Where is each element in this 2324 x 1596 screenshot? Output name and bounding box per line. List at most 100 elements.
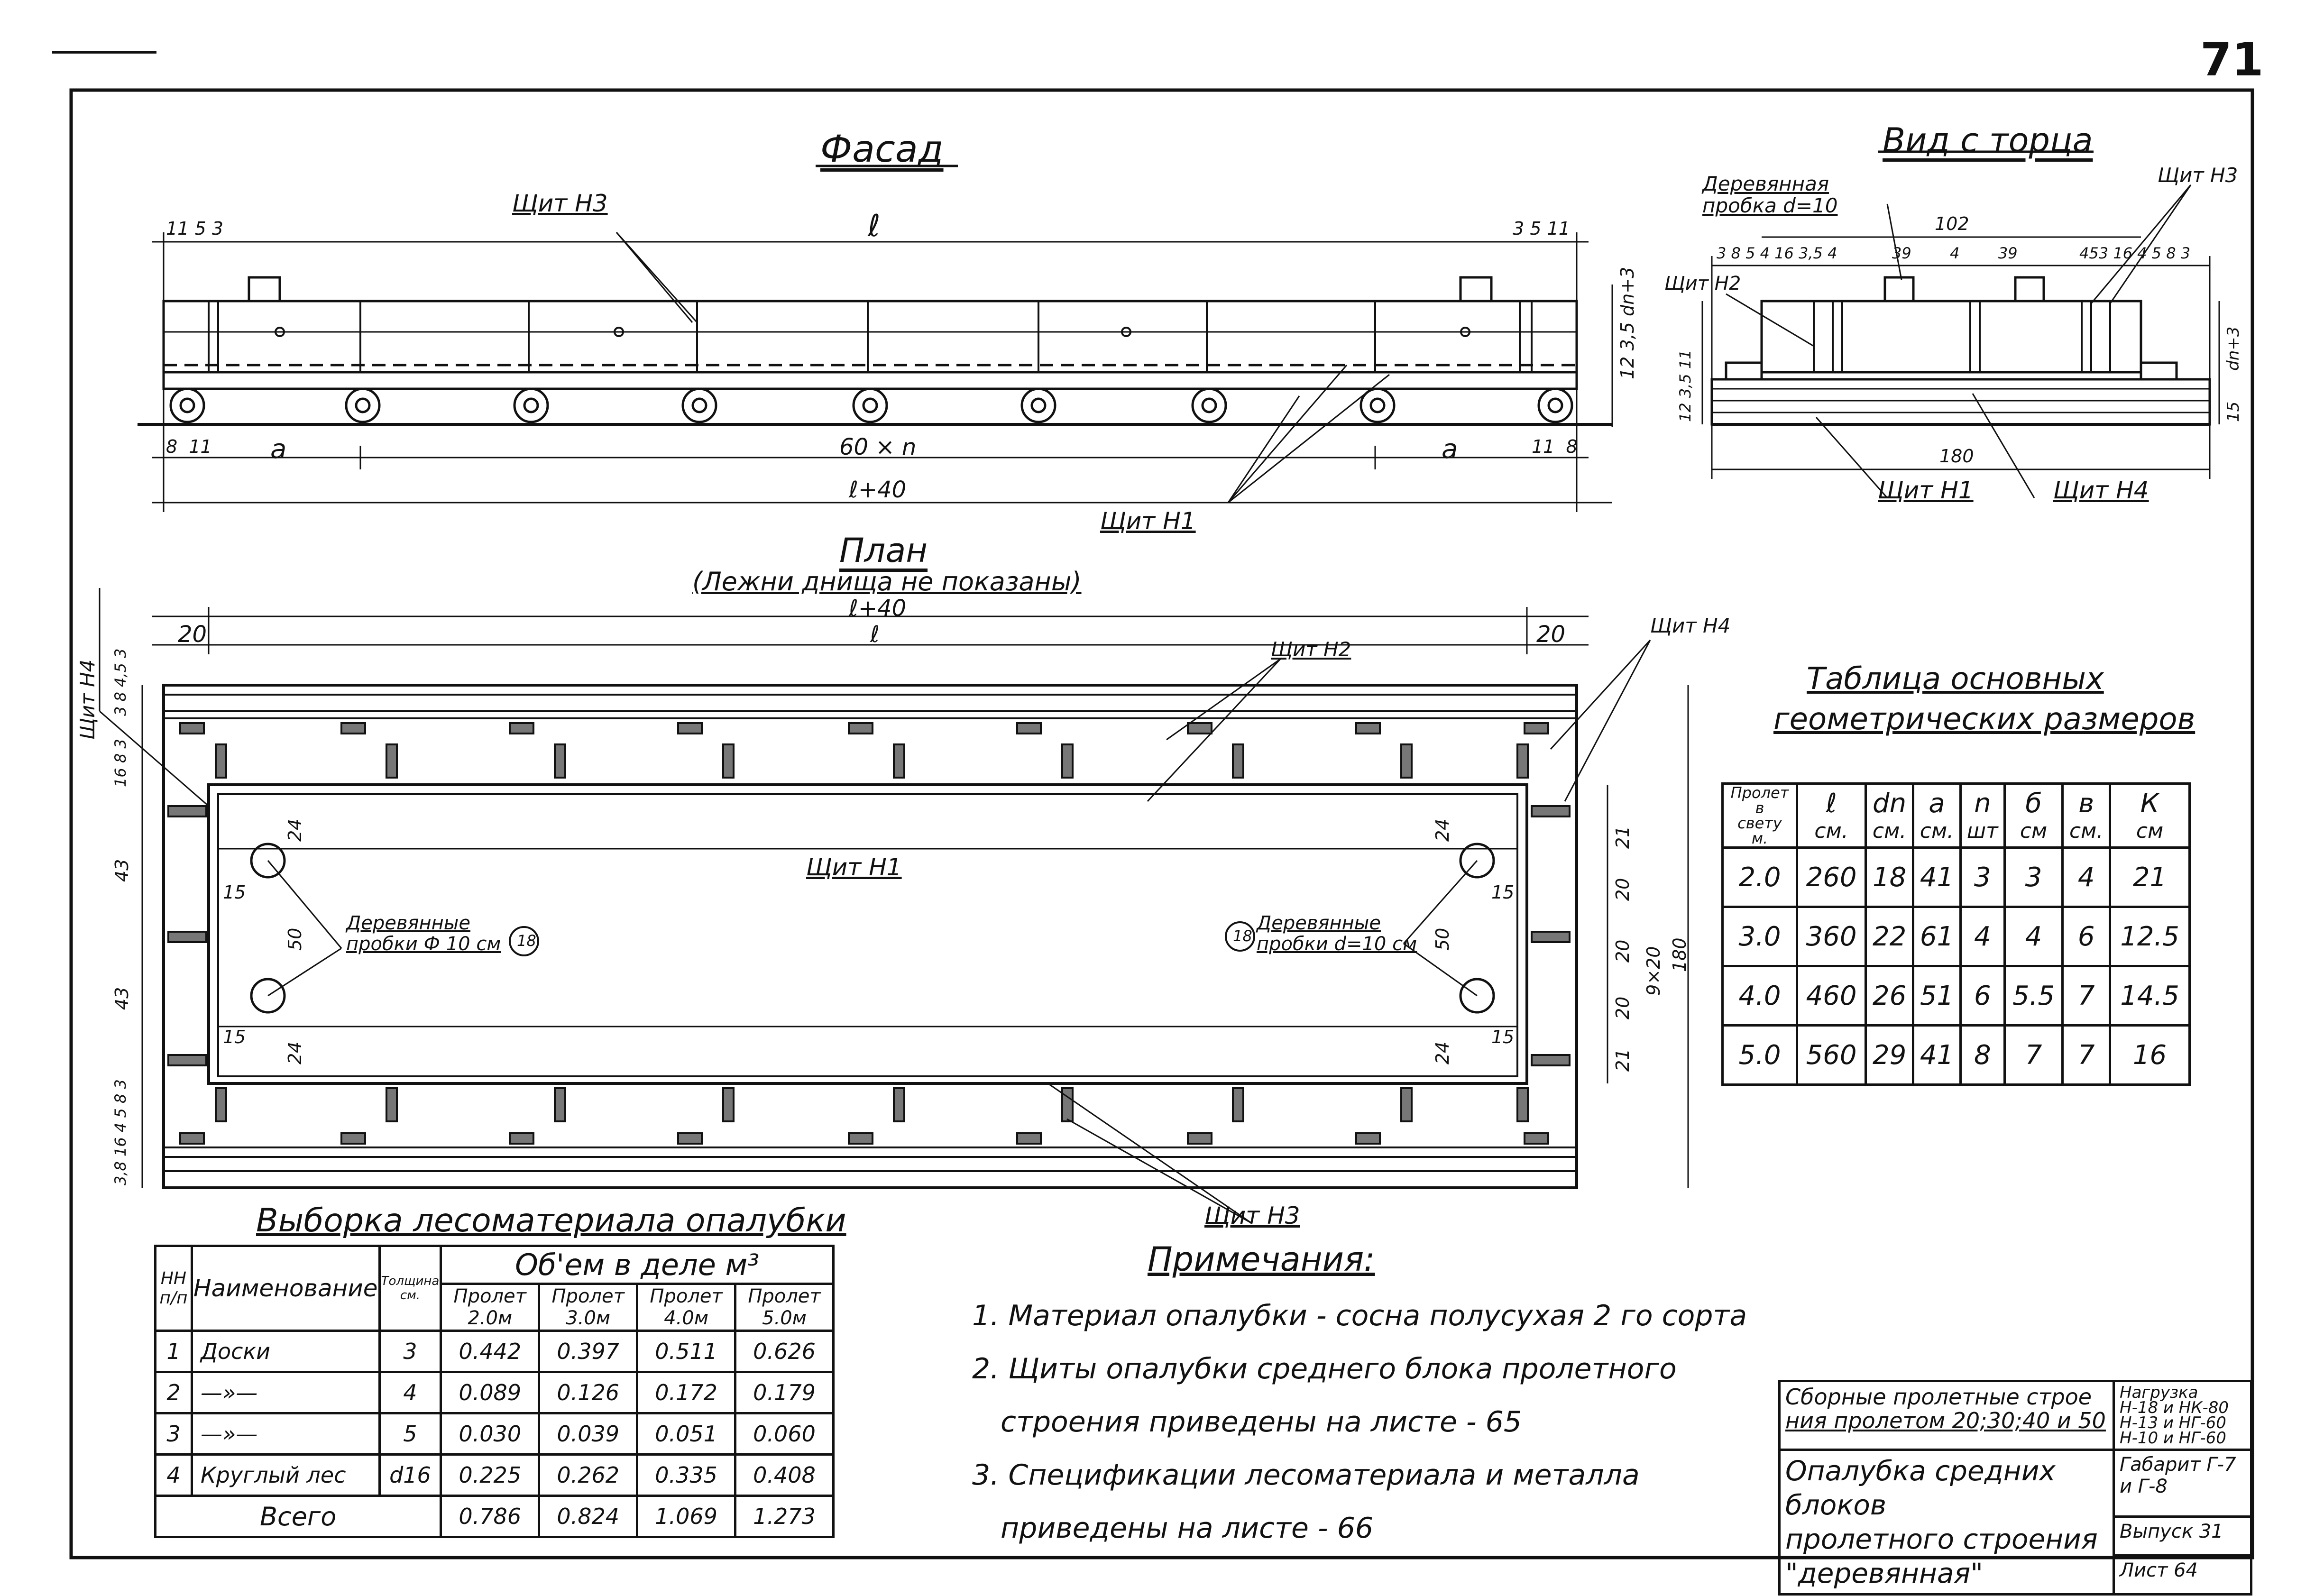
- facade-dims-left-top: 11 5 3: [166, 218, 223, 239]
- table-cell: 6: [1959, 965, 2006, 1027]
- plan-dim-right-20a: 20: [1612, 878, 1633, 901]
- stamp-sheet: Лист 64: [2113, 1554, 2252, 1596]
- end-view-dims-right: 15 dn+3: [2224, 326, 2243, 422]
- table-cell: 3: [154, 1412, 193, 1456]
- table-cell: 5.0: [1721, 1024, 1798, 1086]
- table-cell: 8: [1959, 1024, 2006, 1086]
- mat-header-span-5: Пролет 5.0м: [734, 1283, 835, 1332]
- table-cell: 360: [1795, 906, 1867, 967]
- table-cell: 5: [378, 1412, 442, 1456]
- table-cell: —»—: [191, 1371, 381, 1414]
- title-block-row-3: Выпуск 31: [1780, 1515, 2252, 1557]
- table-cell: 14.5: [2109, 965, 2191, 1027]
- facade-dims-left-bottom: 8 11: [166, 436, 212, 457]
- plan-dims-left-43b: 43: [111, 987, 132, 1010]
- plan-shield-n3-label: Щит Н3: [1204, 1202, 1300, 1229]
- table-cell: 1.069: [636, 1495, 737, 1538]
- material-table-title: Выборка лесоматериала опалубки: [256, 1202, 846, 1239]
- table-cell: 61: [1912, 906, 1962, 967]
- mat-header-num: НН п/п: [154, 1245, 193, 1332]
- plan-dim-l40: ℓ+40: [849, 595, 907, 622]
- plan-plugs-left-label: Деревянные пробки Ф 10 см: [346, 912, 501, 955]
- end-view-title: Вид с торца: [1883, 121, 2093, 160]
- geometry-table-title-1: Таблица основных: [1807, 661, 2104, 697]
- table-cell: 4: [154, 1453, 193, 1497]
- table-cell: 6: [2061, 906, 2112, 967]
- facade-dims-right-bottom: 11 8: [1532, 436, 1578, 457]
- table-cell: 0.060: [734, 1412, 835, 1456]
- plan-dim-inner-24-bottom: 24: [285, 1041, 305, 1064]
- plan-dims-left-mid: 16 8 3: [111, 739, 129, 787]
- material-header-row-1: НН п/п Наименование Толщина см. Об'ем в …: [154, 1245, 835, 1332]
- plan-dim-inner-15-top: 15: [223, 882, 246, 903]
- table-cell: 7: [2061, 1024, 2112, 1086]
- facade-view: [138, 231, 1613, 512]
- table-cell: 22: [1865, 906, 1915, 967]
- note-item: 3. Спецификации лесоматериала и металла: [972, 1458, 1640, 1492]
- plan-dim-inner-24-top-right: 24: [1432, 818, 1453, 842]
- end-view-dims-top-left: 3 8 5 4 16 3,5 4: [1717, 244, 1837, 262]
- table-cell: 4: [1959, 906, 2006, 967]
- mat-header-span-2: Пролет 2.0м: [440, 1283, 541, 1332]
- plan-dim-180: 180: [1669, 937, 1690, 972]
- title-block-row-1: Сборные пролетные строе ния пролетом 20;…: [1778, 1380, 2252, 1451]
- plan-marker-right: 18: [1233, 927, 1252, 945]
- facade-dims-right-top: 3 5 11: [1513, 218, 1570, 239]
- table-cell: 4: [2061, 846, 2112, 908]
- table-cell: 3.0: [1721, 906, 1798, 967]
- table-cell: Доски: [191, 1330, 381, 1373]
- end-view-shield-n4-label: Щит Н4: [2053, 477, 2149, 504]
- facade-dims-right-side: 12 3,5 dn+3: [1617, 266, 1638, 379]
- table-cell: 21: [2109, 846, 2191, 908]
- end-view-shield-n3-label: Щит Н3: [2158, 164, 2238, 187]
- table-cell: 3: [378, 1330, 442, 1373]
- table-cell: 0.262: [538, 1453, 639, 1497]
- page-number: 71: [2200, 33, 2264, 86]
- table-cell: 1.273: [734, 1495, 835, 1538]
- note-item: строения приведены на листе - 65: [1001, 1405, 1522, 1439]
- plan-dim-inner-15-bottom-right: 15: [1491, 1027, 1515, 1047]
- plan-shield-n1-label: Щит Н1: [806, 853, 902, 881]
- plan-dim-right-20b: 20: [1612, 939, 1633, 963]
- plan-title: План: [839, 531, 928, 570]
- stamp-project: Сборные пролетные строе ния пролетом 20;…: [1778, 1380, 2115, 1451]
- table-cell: 29: [1865, 1024, 1915, 1086]
- title-block: Сборные пролетные строе ния пролетом 20;…: [1778, 1380, 2252, 1596]
- end-view-shield-n1-label: Щит Н1: [1878, 477, 1974, 504]
- table-cell: 18: [1865, 846, 1915, 908]
- table-cell: 51: [1912, 965, 1962, 1027]
- table-cell: 3: [2003, 846, 2064, 908]
- table-cell: 0.172: [636, 1371, 737, 1414]
- plan-dim-20-left: 20: [178, 621, 207, 648]
- title-block-row-4: Лист 64: [1780, 1554, 2252, 1596]
- plan-dim-20-right: 20: [1536, 621, 1566, 648]
- table-cell: 0.335: [636, 1453, 737, 1497]
- note-item: 2. Щиты опалубки среднего блока пролетно…: [972, 1352, 1677, 1385]
- table-cell: 2.0: [1721, 846, 1798, 908]
- notes-list: 1. Материал опалубки - сосна полусухая 2…: [972, 1299, 1747, 1565]
- plan-dims-left-bottom: 3,8 16 4 5 8 3: [111, 1079, 129, 1185]
- plan-dim-9x20: 9×20: [1643, 946, 1664, 996]
- mat-header-thickness: Толщина см.: [378, 1245, 442, 1332]
- table-cell: 0.126: [538, 1371, 639, 1414]
- table-cell: 7: [2003, 1024, 2064, 1086]
- plan-dim-l: ℓ: [870, 621, 880, 648]
- table-cell: 3: [1959, 846, 2006, 908]
- table-cell: 0.397: [538, 1330, 639, 1373]
- table-cell: 4.0: [1721, 965, 1798, 1027]
- facade-shield-n1-label: Щит Н1: [1100, 507, 1196, 535]
- plan-dim-inner-24-top: 24: [285, 818, 305, 842]
- facade-shield-n3-label: Щит Н3: [512, 190, 608, 217]
